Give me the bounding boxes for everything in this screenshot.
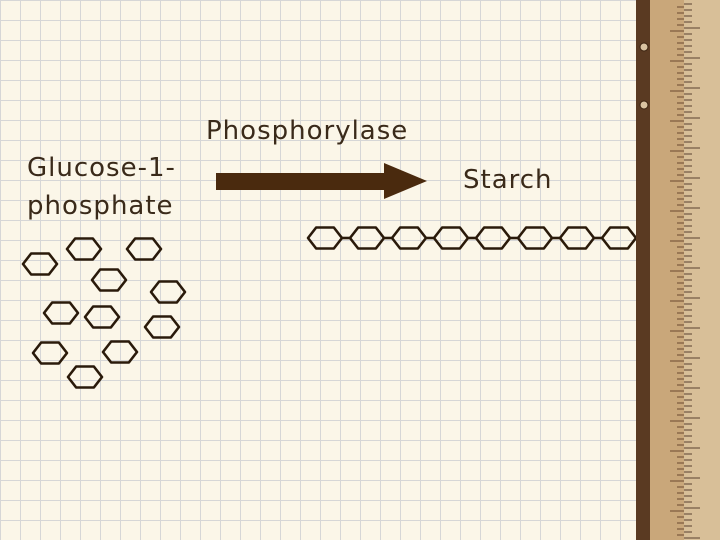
glucose-monomer-hexagon	[149, 280, 187, 304]
starch-monomer-hexagon	[474, 226, 512, 250]
glucose-monomer-hexagon	[42, 301, 80, 325]
glucose-monomer-group	[21, 237, 187, 389]
product-label: Starch	[463, 165, 553, 195]
glucose-monomer-hexagon	[125, 237, 163, 261]
starch-monomer-hexagon	[600, 226, 636, 250]
ruler-side	[684, 0, 720, 540]
starch-monomer-hexagon	[516, 226, 554, 250]
glucose-monomer-hexagon	[66, 365, 104, 389]
reaction-arrow	[216, 163, 427, 199]
ruler-dark-edge	[636, 0, 650, 540]
enzyme-label: Phosphorylase	[206, 116, 409, 146]
starch-monomer-hexagon	[390, 226, 428, 250]
starch-monomer-hexagon	[432, 226, 470, 250]
ruler-decoration	[636, 0, 720, 540]
ruler-ticks	[670, 3, 700, 539]
starch-monomer-hexagon	[306, 226, 344, 250]
substrate-label: Glucose-1- phosphate	[27, 150, 176, 225]
glucose-monomer-hexagon	[65, 237, 103, 261]
glucose-monomer-hexagon	[90, 268, 128, 292]
arrow-head	[384, 163, 427, 199]
starch-chain	[306, 226, 636, 250]
glucose-monomer-hexagon	[83, 305, 121, 329]
ruler-screw-top	[639, 42, 649, 52]
glucose-monomer-hexagon	[31, 341, 69, 365]
glucose-monomer-hexagon	[101, 340, 139, 364]
substrate-label-line-1: Glucose-1-	[27, 153, 176, 183]
ruler-screw-bottom	[639, 100, 649, 110]
substrate-label-line-2: phosphate	[27, 190, 174, 221]
starch-monomer-hexagon	[348, 226, 386, 250]
starch-monomer-hexagon	[558, 226, 596, 250]
arrow-shaft	[216, 173, 386, 190]
glucose-monomer-hexagon	[21, 252, 59, 276]
ruler-body	[650, 0, 684, 540]
reaction-diagram	[21, 163, 636, 389]
glucose-monomer-hexagon	[143, 315, 181, 339]
